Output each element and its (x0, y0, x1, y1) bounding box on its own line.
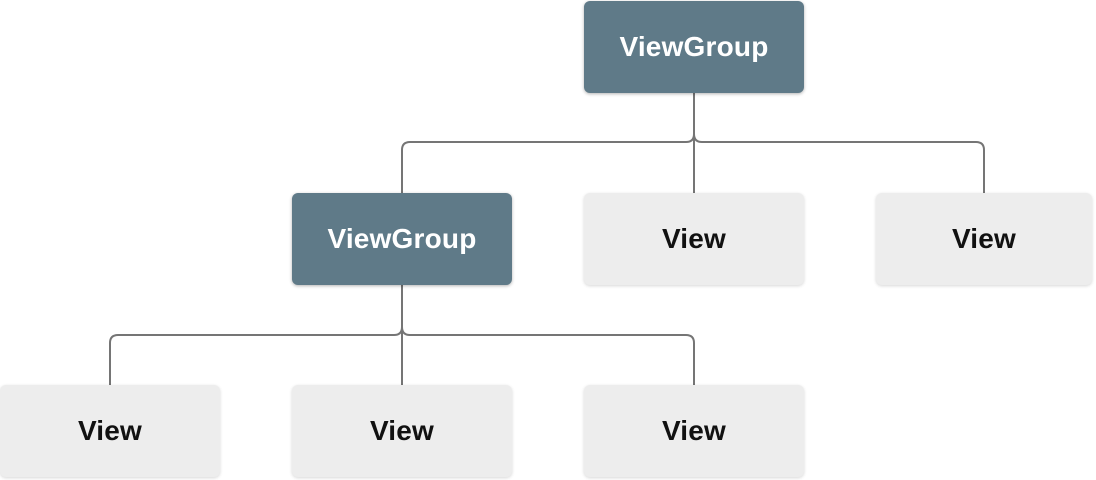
tree-node-root-viewgroup: ViewGroup (584, 1, 804, 93)
edge-root-to-child-1 (401, 93, 695, 193)
tree-node-child-view-middle: View (584, 193, 804, 285)
node-label: View (661, 415, 727, 446)
tree-node-child-viewgroup: ViewGroup (292, 193, 512, 285)
node-label: ViewGroup (327, 223, 477, 254)
edge-child-1-to-grandchild-1 (109, 285, 403, 385)
tree-node-grandchild-view-left: View (0, 385, 220, 477)
tree-node-child-view-right: View (876, 193, 1092, 285)
tree-node-grandchild-view-middle: View (292, 385, 512, 477)
node-label: View (77, 415, 143, 446)
node-label: ViewGroup (619, 31, 769, 62)
node-label: View (661, 223, 727, 254)
edge-child-1-to-grandchild-3 (401, 285, 695, 385)
edge-root-to-child-3 (693, 93, 985, 193)
node-label: View (369, 415, 435, 446)
node-label: View (951, 223, 1017, 254)
tree-node-grandchild-view-right: View (584, 385, 804, 477)
